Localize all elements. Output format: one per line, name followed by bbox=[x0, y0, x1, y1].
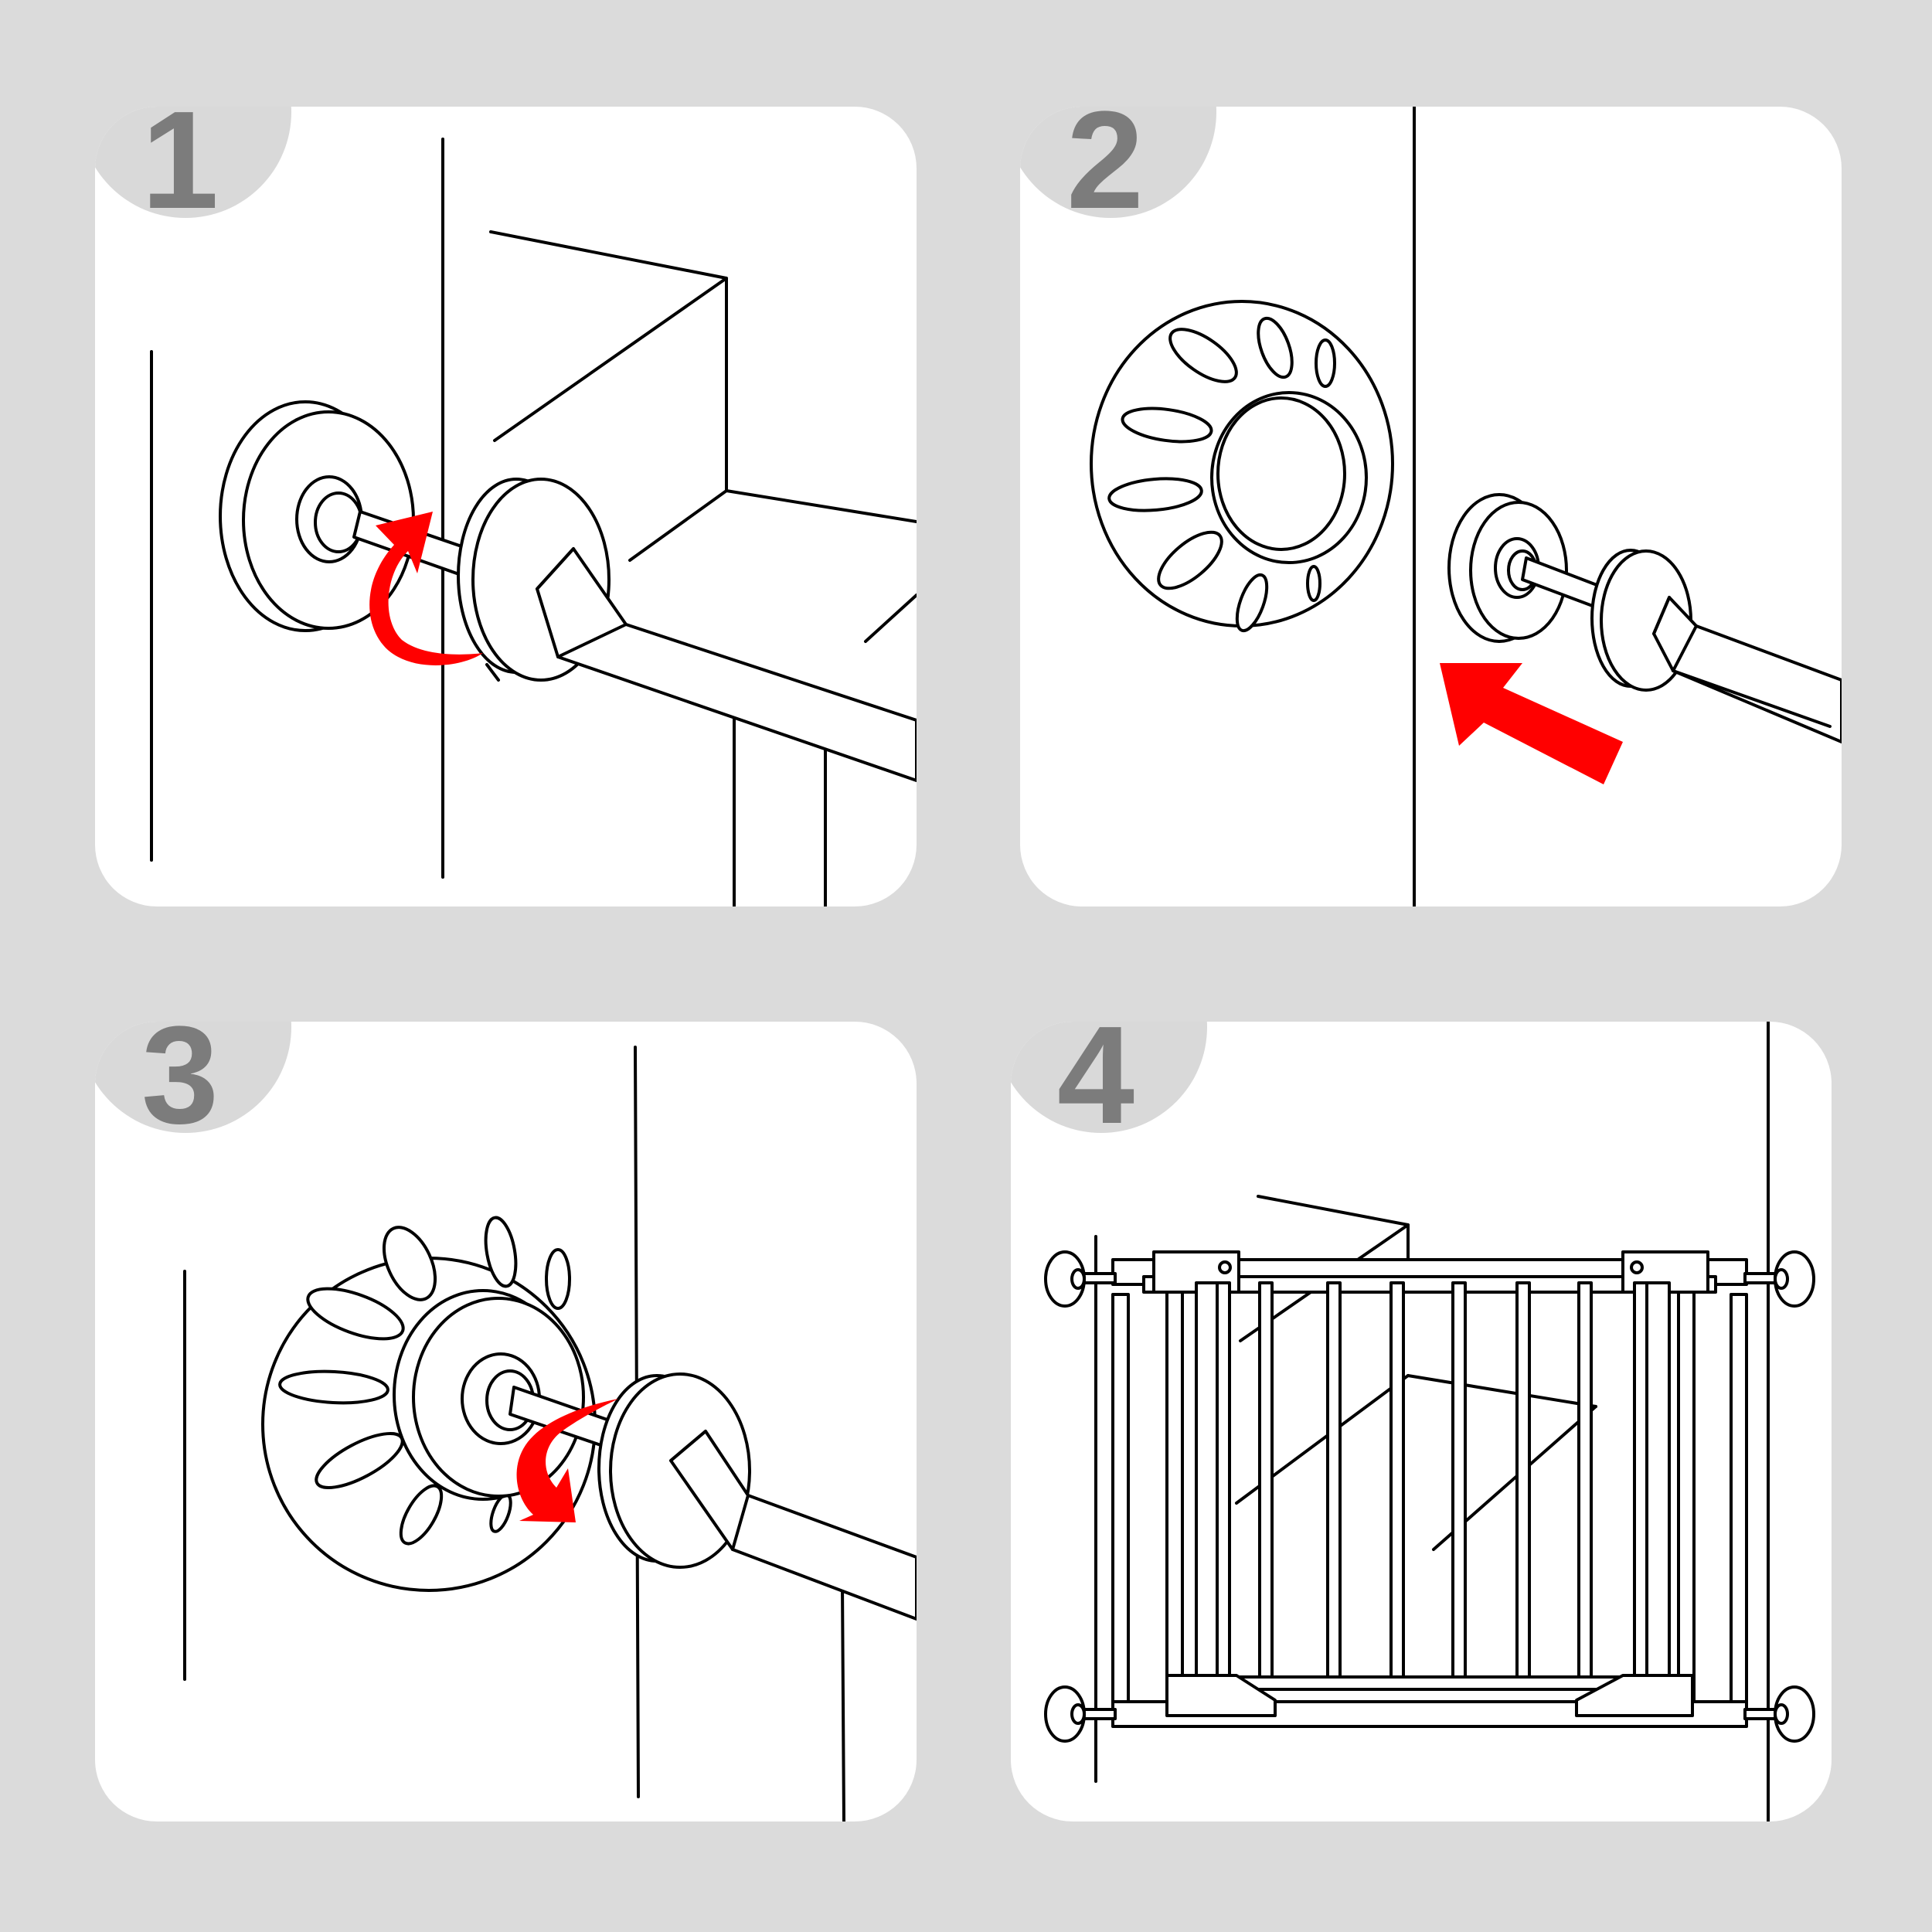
step-1-number: 1 bbox=[141, 107, 219, 238]
step-4-number: 4 bbox=[1056, 1022, 1135, 1153]
step-3-illustration bbox=[183, 1046, 917, 1821]
step-4-badge: 4 bbox=[1011, 1022, 1207, 1145]
step-4-panel: 4 bbox=[1011, 1022, 1832, 1821]
step-1-illustration bbox=[150, 138, 917, 906]
step-4-illustration bbox=[1044, 1022, 1815, 1821]
step-2-illustration bbox=[1090, 107, 1842, 906]
step-2-panel: 2 bbox=[1020, 107, 1842, 906]
step-1-panel: 1 bbox=[95, 107, 917, 906]
step-3-panel: 3 bbox=[95, 1022, 917, 1821]
step-2-number: 2 bbox=[1066, 107, 1145, 238]
step-3-number: 3 bbox=[141, 1022, 219, 1153]
